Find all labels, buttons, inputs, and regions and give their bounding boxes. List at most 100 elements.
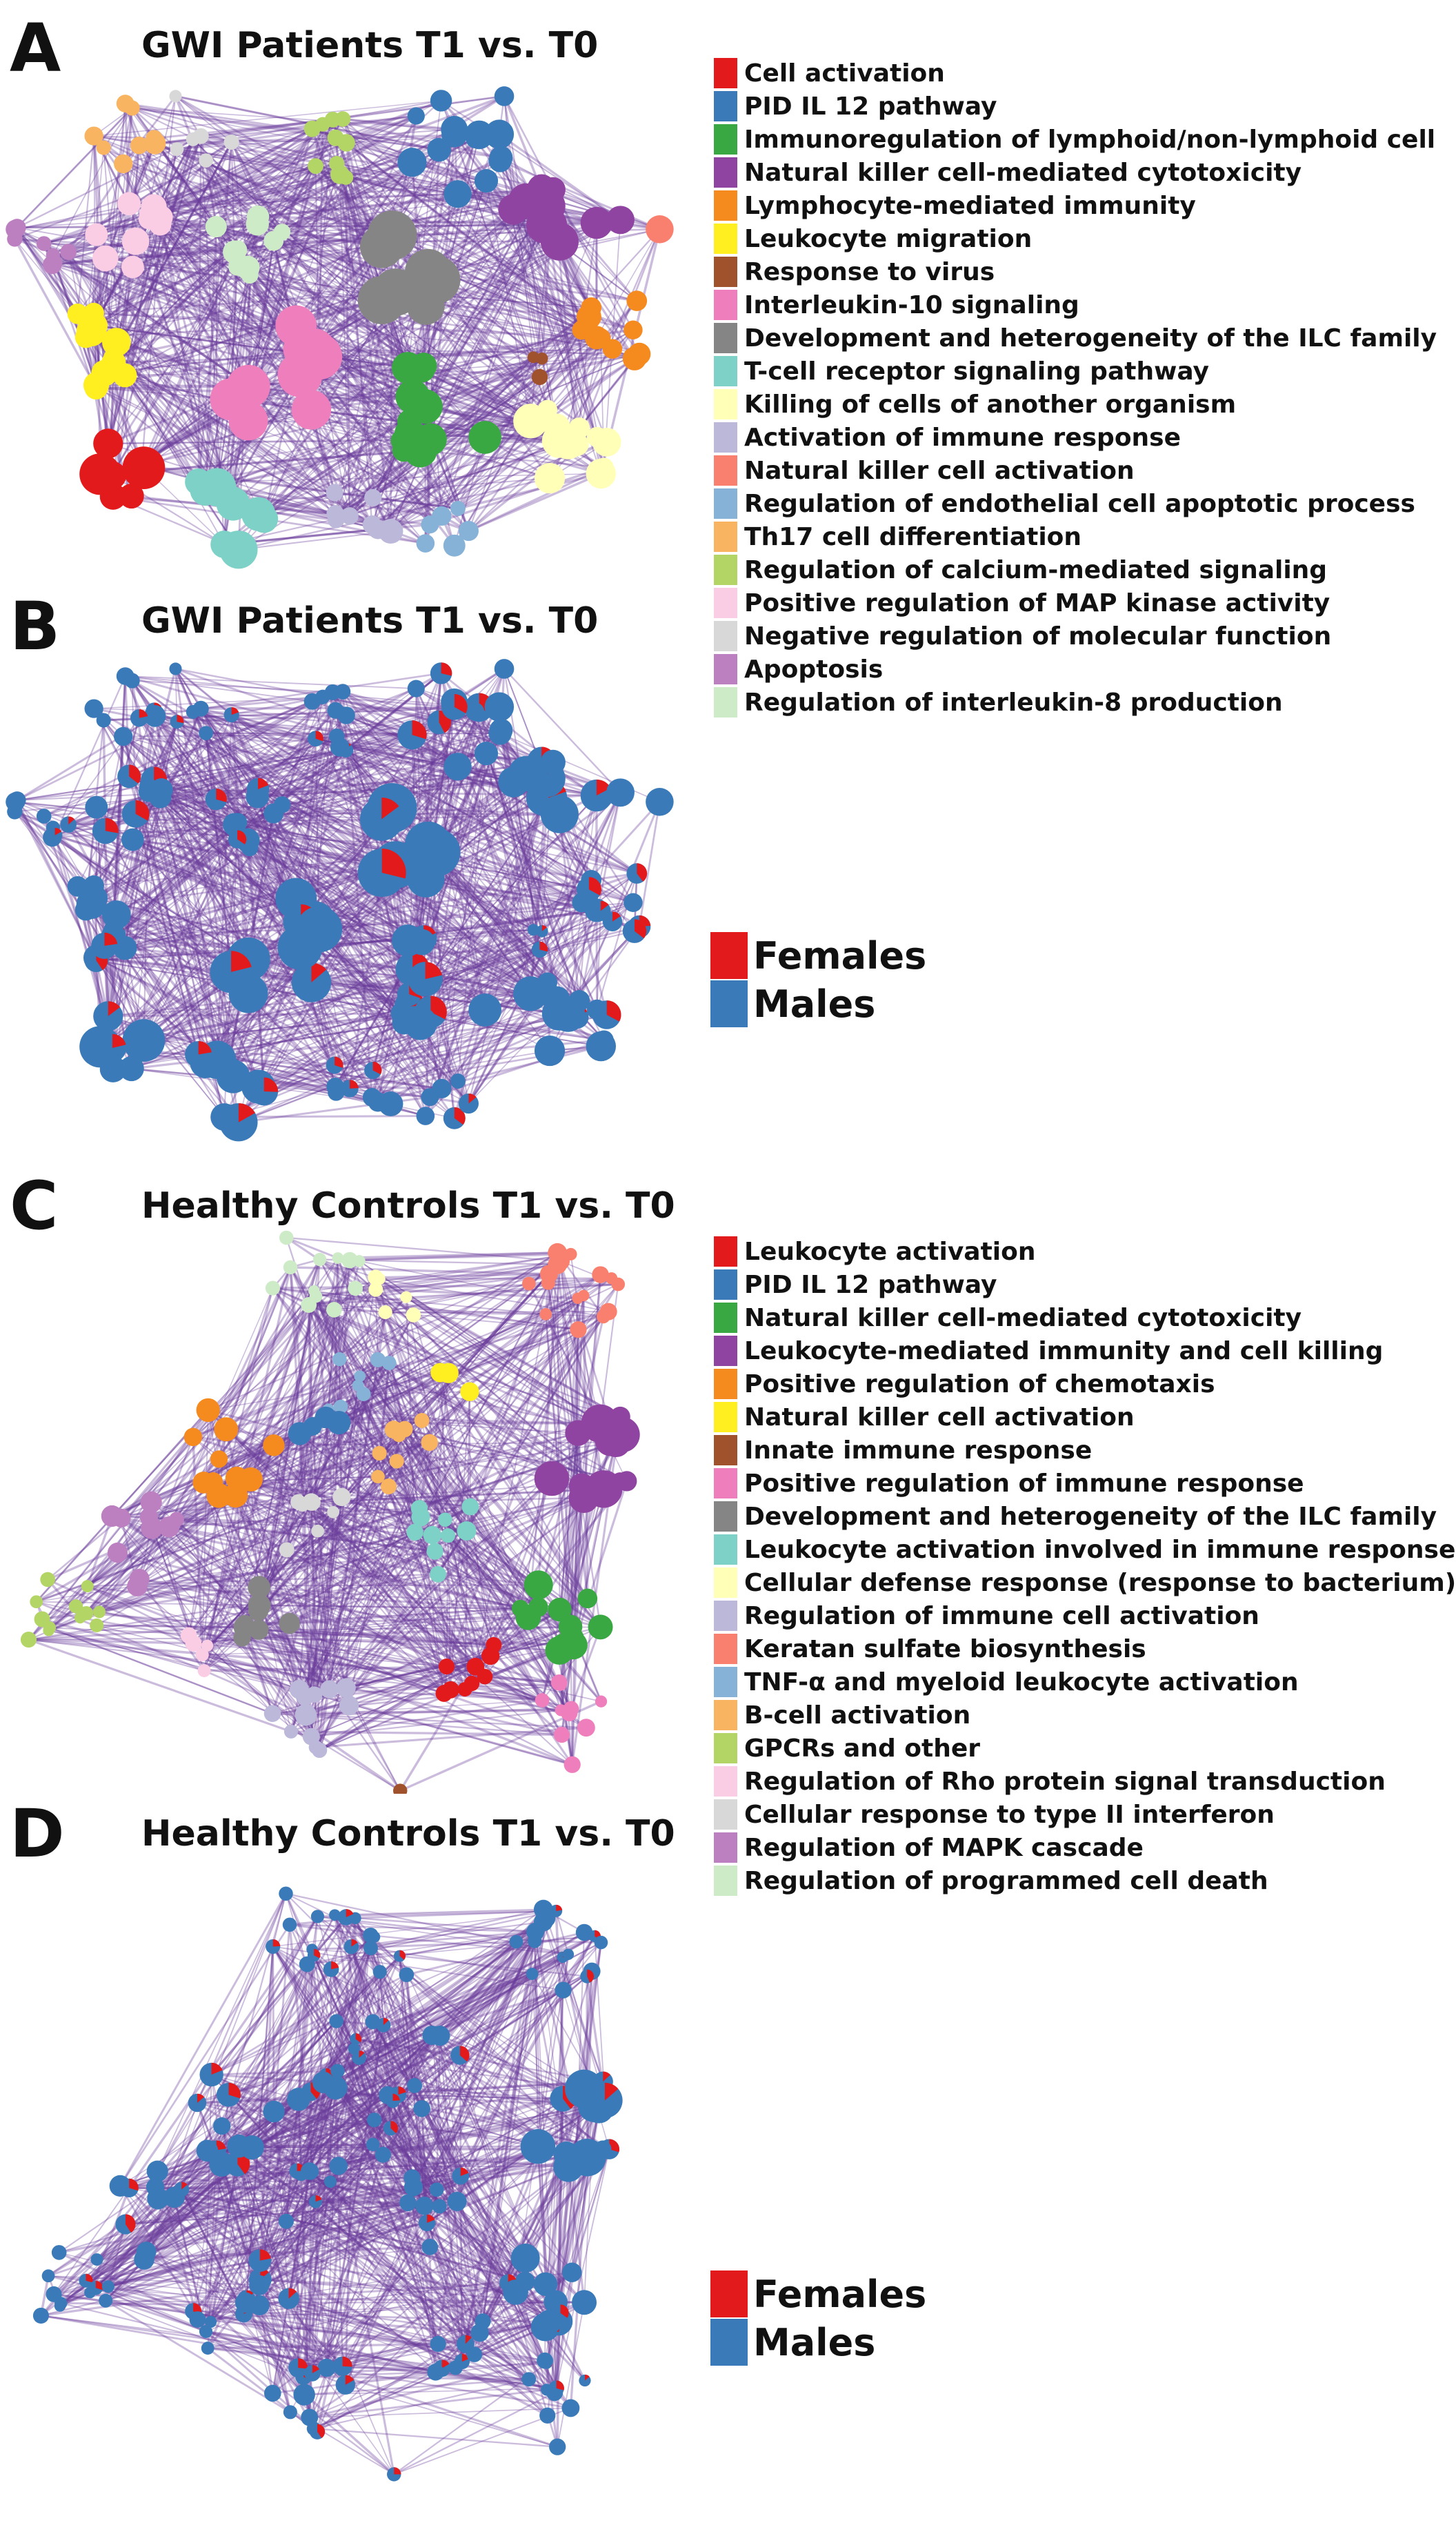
edge — [342, 691, 598, 1010]
edge — [333, 1914, 375, 2145]
edge — [188, 1550, 436, 1637]
legend-item: Positive regulation of immune response — [714, 1467, 1304, 1500]
edge — [141, 249, 239, 466]
legend-swatch — [714, 1435, 737, 1465]
edge — [446, 1535, 449, 1667]
edge — [218, 1494, 448, 1668]
edge — [125, 103, 412, 164]
network-node — [400, 1291, 412, 1303]
edge — [201, 1653, 347, 1690]
edge — [324, 1416, 452, 1690]
network-node — [126, 449, 157, 481]
edge — [390, 2128, 458, 2202]
edge — [161, 217, 297, 327]
edge — [138, 717, 414, 970]
edge — [272, 1314, 547, 1714]
edge — [235, 1494, 587, 1728]
edge — [383, 2153, 569, 2168]
edge — [537, 1441, 617, 1585]
edge — [289, 1623, 573, 1765]
network-node — [588, 1614, 613, 1640]
edge — [300, 2173, 475, 2355]
edge — [201, 1653, 562, 1736]
legend-label: T-cell receptor signaling pathway — [744, 357, 1209, 386]
edge — [242, 1625, 571, 1639]
edge — [272, 1946, 586, 2382]
network-node — [326, 484, 343, 502]
edge — [297, 2091, 312, 2368]
edge — [259, 2148, 610, 2286]
edge — [100, 353, 640, 475]
edge — [87, 1585, 347, 1690]
edge — [335, 710, 427, 1116]
female-share-wedge — [311, 962, 327, 983]
edge — [308, 2170, 556, 2394]
edge — [143, 749, 347, 1041]
edge — [141, 901, 582, 1039]
network-node — [336, 1678, 356, 1698]
edge — [153, 710, 432, 1013]
edge — [143, 2259, 463, 2362]
edge — [399, 1955, 481, 2333]
edge — [237, 166, 317, 250]
edge — [321, 123, 598, 339]
female-share-wedge — [606, 1000, 621, 1022]
edge — [230, 714, 297, 899]
edge — [257, 1021, 405, 1088]
edge — [546, 902, 584, 983]
edge — [88, 2187, 130, 2293]
edge — [388, 1362, 604, 1490]
edge — [388, 1432, 579, 1487]
edge — [96, 165, 317, 236]
network-node — [288, 1422, 312, 1445]
edge — [371, 224, 550, 526]
network-node — [279, 1612, 300, 1634]
edge — [124, 947, 426, 980]
edge — [309, 2170, 457, 2368]
edge — [456, 2201, 530, 2379]
edge — [272, 1946, 564, 1991]
edge — [407, 241, 560, 368]
edge — [307, 1935, 595, 1965]
edge — [424, 778, 548, 1117]
legend-swatch — [714, 1369, 737, 1399]
edge — [257, 176, 347, 226]
edge — [313, 1290, 601, 1628]
edge — [207, 2146, 240, 2348]
edge — [17, 226, 217, 229]
edge — [443, 1607, 521, 1694]
legend-label: Killing of cells of another organism — [744, 390, 1237, 419]
female-share-wedge — [441, 662, 452, 676]
edge — [336, 2070, 439, 2344]
edge — [157, 1893, 287, 2172]
legend-item: Lymphocyte-mediated immunity — [714, 189, 1196, 222]
edge — [94, 897, 426, 980]
edge — [206, 2330, 442, 2370]
edge — [272, 1287, 421, 1510]
legend-item: Negative regulation of molecular functio… — [714, 620, 1331, 653]
edge — [258, 1309, 335, 1587]
edge — [377, 1359, 417, 1533]
edge — [326, 2070, 339, 2368]
edge — [273, 1441, 617, 1446]
network-node — [430, 1565, 446, 1583]
edge — [113, 299, 383, 359]
network-node — [169, 662, 182, 675]
edge — [298, 2098, 461, 2177]
edge — [131, 940, 408, 1070]
edge — [258, 2100, 394, 2286]
edge — [197, 2101, 391, 2130]
legend-swatch — [714, 224, 737, 254]
edge — [288, 2094, 399, 2299]
edge — [96, 2020, 337, 2260]
edge — [272, 1946, 384, 2155]
network-node — [534, 1035, 566, 1067]
network-node — [67, 303, 88, 324]
edge — [441, 753, 487, 1089]
network-node — [590, 328, 611, 349]
edge — [431, 1316, 605, 1536]
legend-swatch — [714, 58, 737, 88]
network-node — [541, 996, 577, 1031]
edge — [312, 1294, 584, 1427]
edge — [124, 920, 301, 949]
